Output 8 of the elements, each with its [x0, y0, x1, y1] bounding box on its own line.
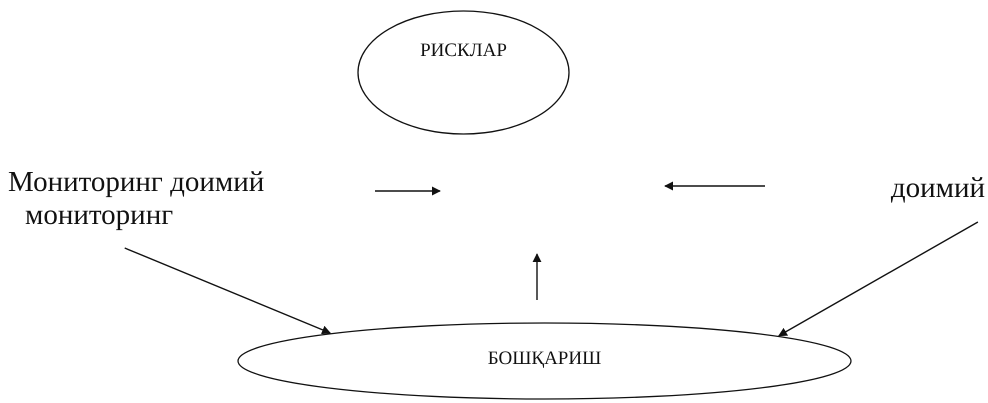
arrow [778, 221, 978, 336]
management-ellipse [237, 322, 852, 400]
node-label: РИСКЛАР [419, 40, 508, 62]
label-text: Мониторинг доимий мониторинг [8, 166, 375, 248]
risk-ellipse [357, 10, 570, 135]
label-text: доимий [770, 172, 985, 222]
node-label: БОШҚАРИШ [486, 348, 602, 370]
arrow [124, 247, 331, 334]
